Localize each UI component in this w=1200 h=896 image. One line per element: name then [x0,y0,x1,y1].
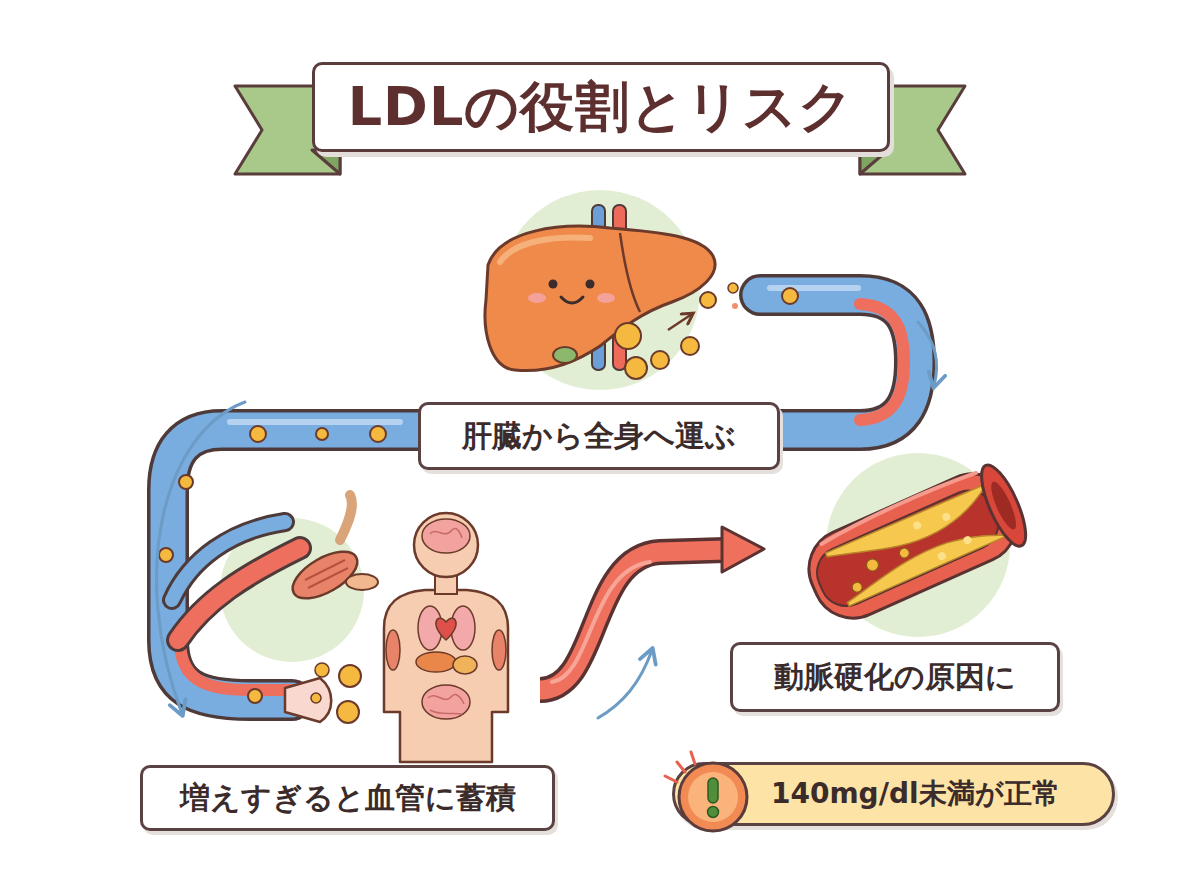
liver-illustration [620,233,640,312]
ldl-particle [625,357,647,379]
alert-spark [665,776,677,782]
human-body [428,695,464,714]
ldl-particle [615,323,641,349]
ldl-particle [615,283,738,379]
liver-illustration [485,205,715,371]
blood-vessel [770,285,858,291]
banner-ribbon [860,150,888,174]
human-body [384,513,508,762]
blood-vessel [860,304,904,420]
liver-illustration [597,293,615,303]
human-body [414,513,478,577]
human-body [422,519,470,553]
artery-illustration [796,459,1034,631]
muscle-illustration [285,495,378,608]
capillary-end [337,701,359,723]
alert-circle [688,772,738,822]
human-body [416,652,456,672]
muscle-illustration [346,574,378,590]
caption-text: 増えすぎると血管に蓄積 [180,781,516,816]
ldl-particle [782,288,798,304]
muscle-illustration [305,560,348,588]
reference-text: 140mg/dl未満が正常 [771,778,1060,810]
liver-illustration [553,347,577,363]
title-text: LDLの役割とリスク [348,71,855,144]
ldl-particle [250,426,266,442]
capillary-end [285,663,361,723]
capillary-end [285,678,331,722]
artery-illustration [987,479,1021,532]
flow-arrow [918,322,937,386]
artery-illustration [962,535,973,546]
flow-arrow [598,650,652,718]
liver-illustration [549,280,558,289]
alert-spark [691,752,695,764]
human-body [453,656,477,674]
liver-illustration [485,226,715,370]
ldl-particle [700,292,716,308]
artery-illustration [865,557,881,573]
human-body [492,630,506,670]
ldl-particle [728,283,738,293]
artery-illustration [973,460,1034,552]
vessel-branch [172,522,285,600]
risk-arrow [552,562,650,682]
vessel-branch [172,522,300,640]
capillary-end [339,665,361,687]
caption-text: 肝臓から全身へ運ぶ [462,419,736,454]
risk-arrow [722,527,764,572]
ldl-particle [732,303,738,309]
artery-illustration [898,546,911,559]
blood-vessel [180,640,292,690]
reference-pill: 140mg/dl未満が正常 [672,762,1115,826]
human-body [386,630,400,670]
ldl-particle [370,426,386,442]
artery-illustration [937,551,948,562]
artery-illustration [941,512,952,523]
human-body [384,590,508,762]
artery-illustration [851,581,864,594]
ldl-particle [248,689,262,703]
capillary-end [315,663,329,677]
artery-illustration [796,461,1029,631]
liver-illustration [561,297,583,303]
title-banner: LDLの役割とリスク [312,62,890,152]
ldl-particle [651,351,669,369]
human-body [430,529,462,538]
alert-spark [677,762,685,772]
capillary-end [311,693,321,703]
caption-text: 動脈硬化の原因に [774,660,1016,695]
ldl-particle [668,314,692,330]
ldl-particle [179,475,193,489]
human-body [436,618,456,640]
flow-arrow [157,402,245,714]
artery-illustration [820,470,977,544]
vessel-branch [172,522,285,600]
caption-box: 動脈硬化の原因に [730,642,1060,712]
risk-arrow [540,550,725,690]
ldl-particle [681,337,699,355]
alert-mark [708,807,719,818]
blood-vessel [230,419,400,425]
artery-illustration [912,520,923,531]
liver-illustration [586,280,595,289]
muscle-illustration [340,495,352,540]
ldl-particle [316,428,328,440]
caption-box: 増えすぎると血管に蓄積 [140,765,555,831]
alert-icon [671,754,751,834]
liver-illustration [500,238,590,262]
liver-illustration [528,293,546,303]
alert-mark [708,778,718,803]
artery-illustration [841,520,1004,606]
ldl-particle [159,548,173,562]
alert-circle [679,763,747,831]
human-body [422,685,470,719]
caption-box: 肝臓から全身へ運ぶ [418,402,780,470]
banner-ribbon [312,150,340,174]
risk-arrow [540,550,726,690]
